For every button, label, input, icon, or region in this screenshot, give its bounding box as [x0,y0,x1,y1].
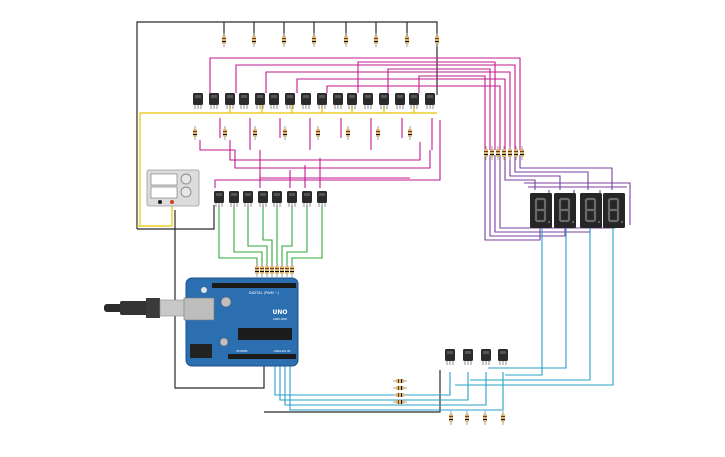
seven-segment-display-group [530,193,625,228]
resistor-display-5 [508,146,512,160]
transistor-bottom-4[interactable] [498,349,508,365]
resistor-mid-7 [376,126,380,140]
resistor-top-1 [222,33,226,47]
resistor-bottom-v-2 [465,411,469,425]
resistor-display-1 [484,146,488,160]
transistor-top-6[interactable] [269,93,279,109]
arduino-uno-board[interactable]: DIGITAL (PWM ~) UNO ARDUINO POWER ANALOG… [183,277,299,367]
resistor-top-8 [435,33,439,47]
resistor-bottom-h-1 [393,379,407,383]
resistor-bottom-v-3 [483,411,487,425]
resistor-mid-1 [193,126,197,140]
transistor-top-11[interactable] [347,93,357,109]
resistor-display-6 [514,146,518,160]
resistor-bottom-h-2 [393,386,407,390]
arduino-digital-label: DIGITAL (PWM ~) [249,291,280,295]
transistor-top-7[interactable] [285,93,295,109]
transistor-top-15[interactable] [409,93,419,109]
transistor-mid-2[interactable] [229,191,239,207]
transistor-bottom-1[interactable] [445,349,455,365]
resistor-arduino-5 [275,263,279,277]
resistor-top-7 [405,33,409,47]
resistor-arduino-6 [280,263,284,277]
resistor-arduino-7 [285,263,289,277]
resistor-arduino-8 [290,263,294,277]
arduino-analog-label: ANALOG IN [274,349,291,353]
resistor-mid-5 [316,126,320,140]
transistor-top-13[interactable] [379,93,389,109]
seven-segment-digit-4 [603,193,625,228]
segment-wires-magenta [199,57,521,188]
digit-select-wires-cyan [274,228,614,411]
transistor-top-5[interactable] [255,93,265,109]
transistor-top-3[interactable] [225,93,235,109]
transistor-top-14[interactable] [395,93,405,109]
seven-segment-digit-2 [554,193,576,228]
resistor-mid-3 [253,126,257,140]
resistor-arduino-2 [260,263,264,277]
resistor-bank-arduino [255,263,294,277]
resistor-top-5 [344,33,348,47]
resistor-top-3 [282,33,286,47]
resistor-arduino-1 [255,263,259,277]
transistor-top-2[interactable] [209,93,219,109]
resistor-display-3 [496,146,500,160]
resistor-bank-bottom [393,379,505,425]
transistor-bottom-3[interactable] [481,349,491,365]
transistor-mid-3[interactable] [243,191,253,207]
transistor-mid-8[interactable] [317,191,327,207]
transistor-mid-5[interactable] [272,191,282,207]
resistor-mid-2 [223,126,227,140]
resistor-top-6 [374,33,378,47]
arduino-power-label: POWER [236,349,247,353]
resistor-top-4 [312,33,316,47]
transistor-row-middle [214,191,327,207]
transistor-row-top [193,93,435,109]
resistor-bottom-h-3 [393,393,407,397]
seven-segment-digit-3 [580,193,602,228]
arduino-model-label: UNO [273,309,288,316]
transistor-mid-7[interactable] [302,191,312,207]
resistor-bottom-v-4 [501,411,505,425]
transistor-top-1[interactable] [193,93,203,109]
resistor-mid-8 [408,126,412,140]
resistor-display-7 [520,146,524,160]
resistor-arduino-4 [270,263,274,277]
transistor-mid-6[interactable] [287,191,297,207]
transistor-top-9[interactable] [317,93,327,109]
transistor-top-10[interactable] [333,93,343,109]
transistor-top-4[interactable] [239,93,249,109]
resistor-mid-6 [346,126,350,140]
arduino-brand-label: ARDUINO [273,317,288,321]
power-supply[interactable] [146,169,200,207]
transistor-top-8[interactable] [301,93,311,109]
transistor-row-bottom [445,349,508,365]
resistor-display-4 [502,146,506,160]
resistor-bottom-v-1 [449,411,453,425]
resistor-bottom-h-4 [393,400,407,404]
resistor-row-middle [193,126,412,140]
transistor-top-16[interactable] [425,93,435,109]
resistor-top-2 [252,33,256,47]
resistor-arduino-3 [265,263,269,277]
transistor-bottom-2[interactable] [463,349,473,365]
resistor-mid-4 [283,126,287,140]
transistor-mid-1[interactable] [214,191,224,207]
transistor-top-12[interactable] [363,93,373,109]
resistor-row-top [222,33,439,47]
seven-segment-digit-1 [530,193,552,228]
resistor-bank-display [484,146,524,160]
resistor-display-2 [490,146,494,160]
transistor-mid-4[interactable] [258,191,268,207]
